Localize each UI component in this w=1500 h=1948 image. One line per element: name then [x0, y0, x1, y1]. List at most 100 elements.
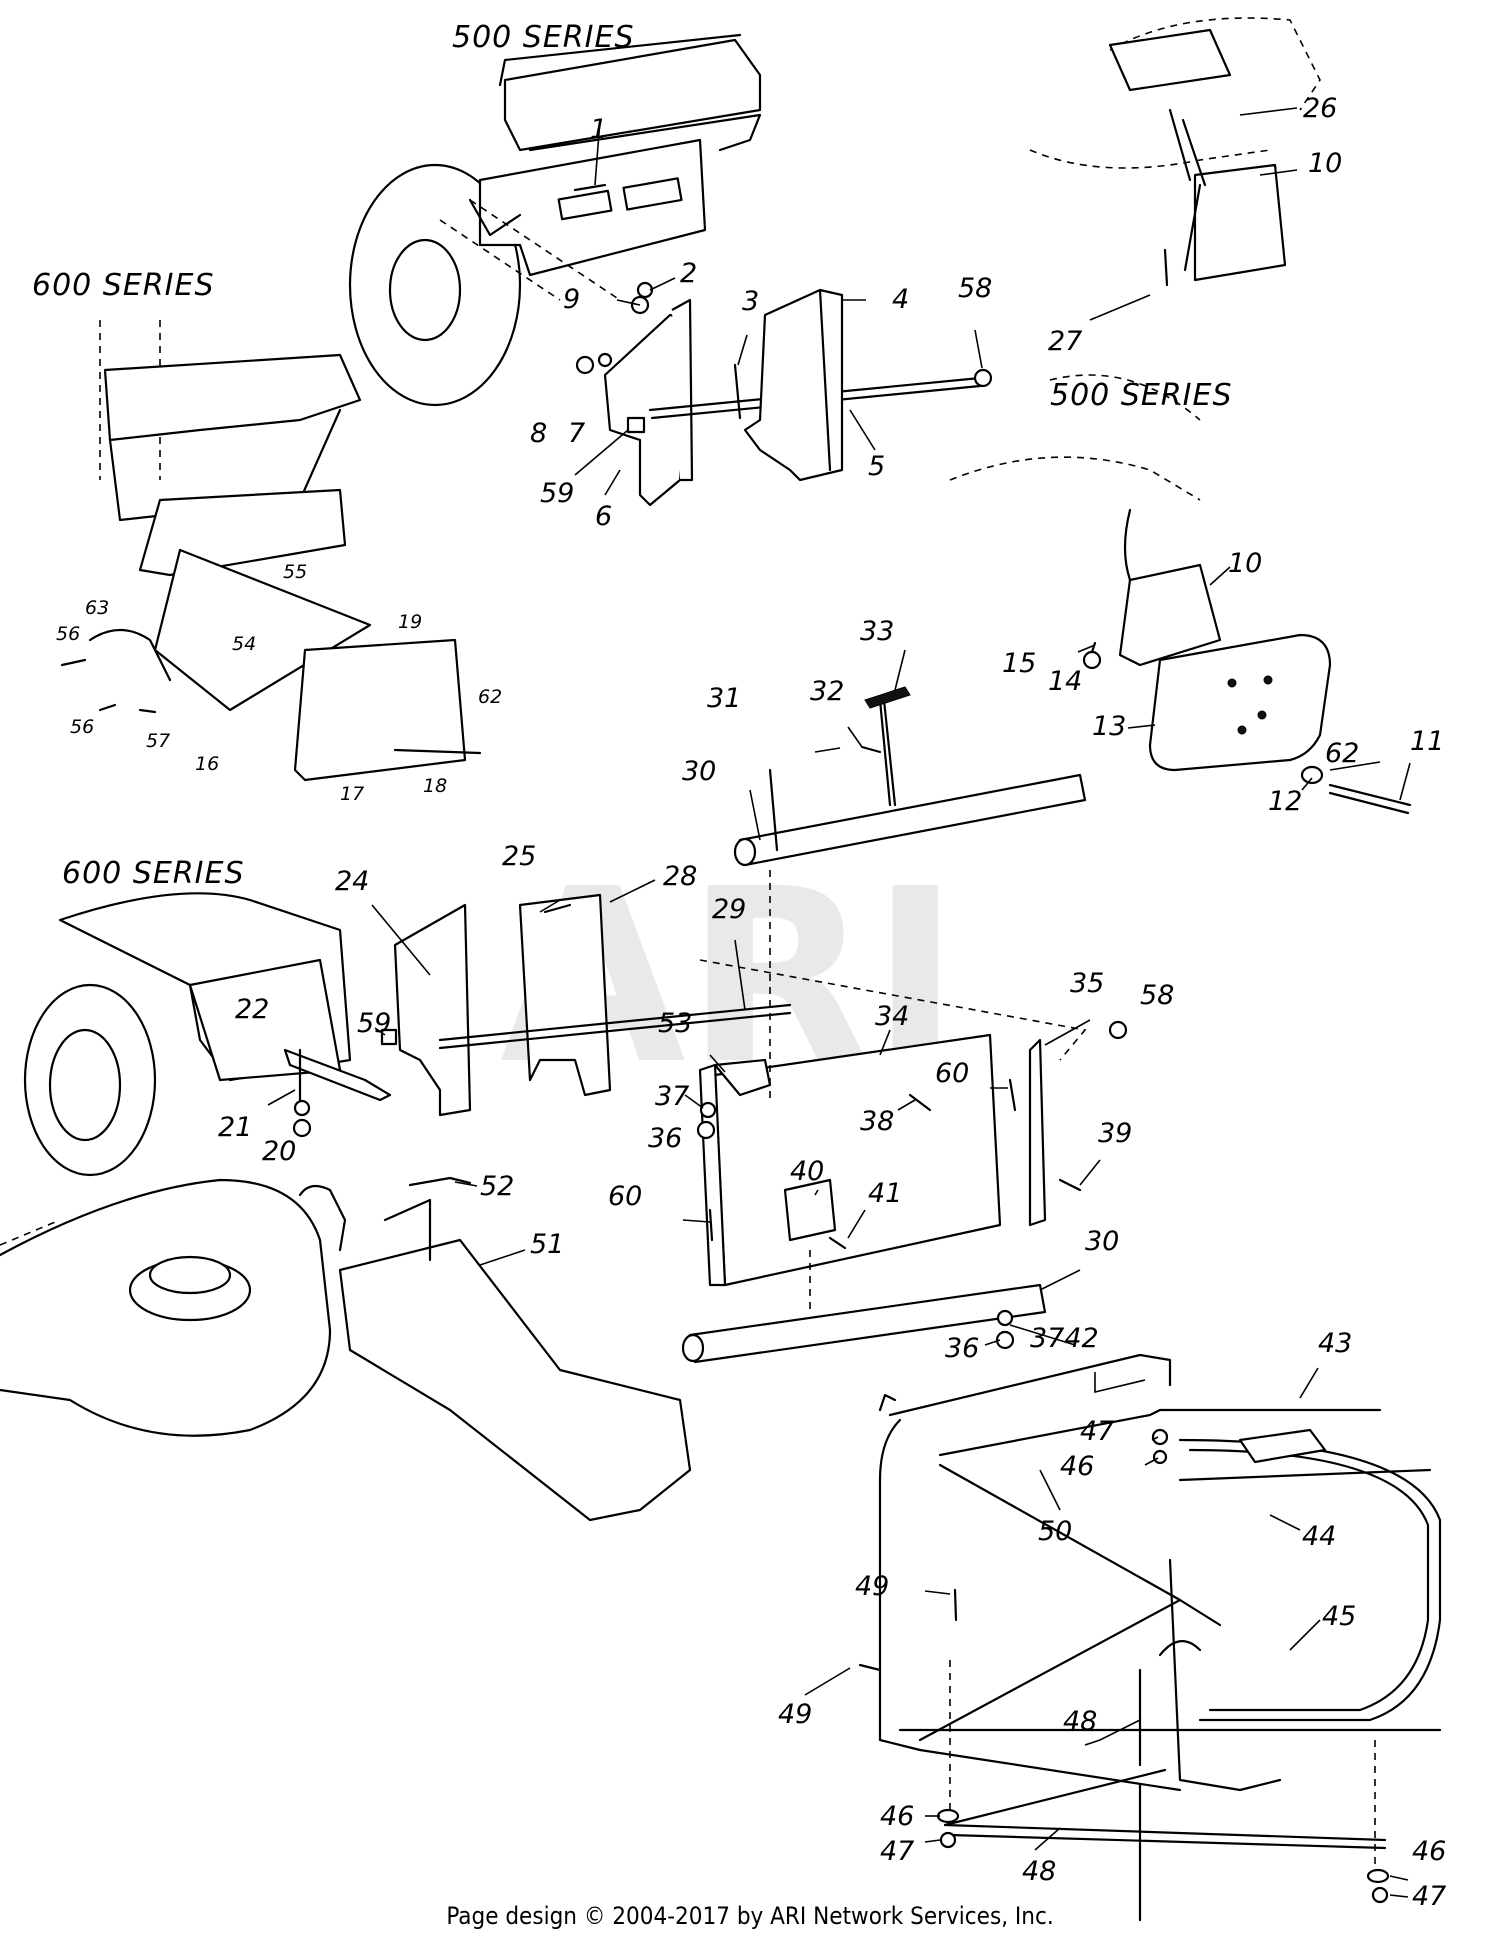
weight-bracket-10-upper — [1193, 163, 1287, 282]
callout-35: 35 — [1070, 968, 1104, 999]
bolt-31 — [768, 768, 779, 852]
weight-17 — [293, 638, 467, 782]
callout-30-lower: 30 — [1085, 1226, 1119, 1257]
bolt-27 — [1163, 248, 1169, 287]
bolt-41 — [828, 1236, 847, 1250]
series-label-top-500: 500 SERIES — [452, 20, 635, 55]
callout-14: 14 — [1048, 666, 1082, 697]
bolt-3 — [733, 363, 742, 420]
callout-16: 16 — [195, 753, 219, 775]
weight-13 — [1148, 633, 1332, 772]
callout-37: 37 — [655, 1081, 689, 1112]
callout-36-upper: 36 — [648, 1123, 682, 1154]
callout-12: 12 — [1268, 786, 1302, 817]
bolt-49-upper — [953, 1588, 958, 1622]
bracket-28 — [518, 893, 612, 1097]
callout-32: 32 — [810, 676, 844, 707]
callout-45: 45 — [1322, 1601, 1356, 1632]
callout-34: 34 — [875, 1001, 909, 1032]
nut-20 — [292, 1118, 312, 1138]
bolt-60-lower — [708, 1208, 714, 1242]
bottom-rod-48 — [943, 1823, 1387, 1842]
nut-58-upper — [973, 368, 993, 388]
nut-14 — [1082, 650, 1102, 670]
callout-21: 21 — [218, 1112, 252, 1143]
bolt-25 — [543, 903, 572, 914]
callout-26: 26 — [1303, 93, 1337, 124]
bracket-35 — [1028, 1038, 1047, 1227]
rear-wheel-600 — [23, 983, 157, 1177]
washer-37-upper — [699, 1101, 717, 1119]
callout-36-lower: 36 — [945, 1333, 979, 1364]
callout-48-lower: 48 — [1022, 1856, 1056, 1887]
callout-49-upper: 49 — [855, 1571, 889, 1602]
nut-8 — [575, 355, 595, 375]
chute-handle — [383, 1198, 432, 1262]
callout-9: 9 — [563, 284, 580, 315]
weight-assembly-600 — [60, 320, 482, 782]
callout-2: 2 — [680, 258, 697, 289]
discharge-chute-51 — [338, 1238, 692, 1522]
weight-bracket-10-lower — [1118, 563, 1222, 667]
callout-47-lower-right: 47 — [1412, 1881, 1446, 1912]
pin-63 — [88, 629, 172, 682]
callout-50: 50 — [1038, 1516, 1072, 1547]
rear-wheel-500 — [348, 163, 522, 407]
nut-59-lower — [380, 1028, 398, 1046]
callout-49-lower: 49 — [778, 1699, 812, 1730]
callout-58-upper: 58 — [958, 273, 992, 304]
bolt-39 — [1058, 1178, 1082, 1192]
washer-46-upper — [1152, 1449, 1168, 1465]
series-label-right-500: 500 SERIES — [1050, 378, 1233, 413]
bolt-1 — [573, 183, 607, 192]
latch-plate-40 — [783, 1178, 837, 1242]
callout-4: 4 — [892, 284, 909, 315]
callout-10-upper: 10 — [1308, 148, 1342, 179]
callout-57: 57 — [146, 730, 170, 752]
bolt-11 — [1328, 783, 1412, 807]
callout-62-left: 62 — [478, 686, 502, 708]
callout-33: 33 — [860, 616, 894, 647]
callout-40: 40 — [790, 1156, 824, 1187]
callout-53: 53 — [658, 1008, 692, 1039]
hitch-plate-assembly — [696, 959, 1128, 1287]
callout-46-upper: 46 — [1060, 1451, 1094, 1482]
lockwasher-2 — [636, 281, 654, 299]
bracket-16 — [153, 548, 372, 712]
bolt-57 — [138, 708, 157, 714]
bolt-38 — [908, 1093, 932, 1112]
drawbar-22 — [283, 1048, 392, 1102]
callout-38: 38 — [860, 1106, 894, 1137]
callout-63: 63 — [85, 597, 109, 619]
callout-46-lower-left: 46 — [880, 1801, 914, 1832]
nut-36-upper — [696, 1120, 716, 1140]
callout-8: 8 — [530, 418, 547, 449]
knob-stem-33 — [878, 698, 892, 807]
callout-47-lower-left: 47 — [880, 1836, 914, 1867]
callout-60-upper: 60 — [935, 1058, 969, 1089]
frame-45 — [1188, 1448, 1430, 1712]
callout-47-upper: 47 — [1080, 1416, 1114, 1447]
label-44 — [1238, 1428, 1327, 1464]
callout-6: 6 — [595, 501, 612, 532]
bracket-24 — [393, 903, 472, 1117]
bolt-60-upper — [1008, 1078, 1017, 1112]
callout-17: 17 — [340, 783, 364, 805]
callout-48-upper: 48 — [1063, 1706, 1097, 1737]
weight-assembly-500 — [949, 374, 1412, 815]
callout-11: 11 — [1410, 726, 1444, 757]
callout-56-upper: 56 — [56, 623, 80, 645]
callout-51: 51 — [530, 1229, 564, 1260]
bolt-49-lower — [858, 1663, 882, 1672]
series-label-600-lower: 600 SERIES — [62, 856, 245, 891]
nut-47-lower-right — [1371, 1886, 1389, 1904]
callout-7: 7 — [568, 418, 585, 449]
series-label-600-upper: 600 SERIES — [32, 268, 215, 303]
nut-36-lower — [995, 1330, 1015, 1350]
callout-15: 15 — [1002, 648, 1036, 679]
callout-44: 44 — [1302, 1521, 1336, 1552]
callout-19: 19 — [398, 611, 422, 633]
callout-30-upper: 30 — [682, 756, 716, 787]
washer-12 — [1300, 765, 1324, 785]
